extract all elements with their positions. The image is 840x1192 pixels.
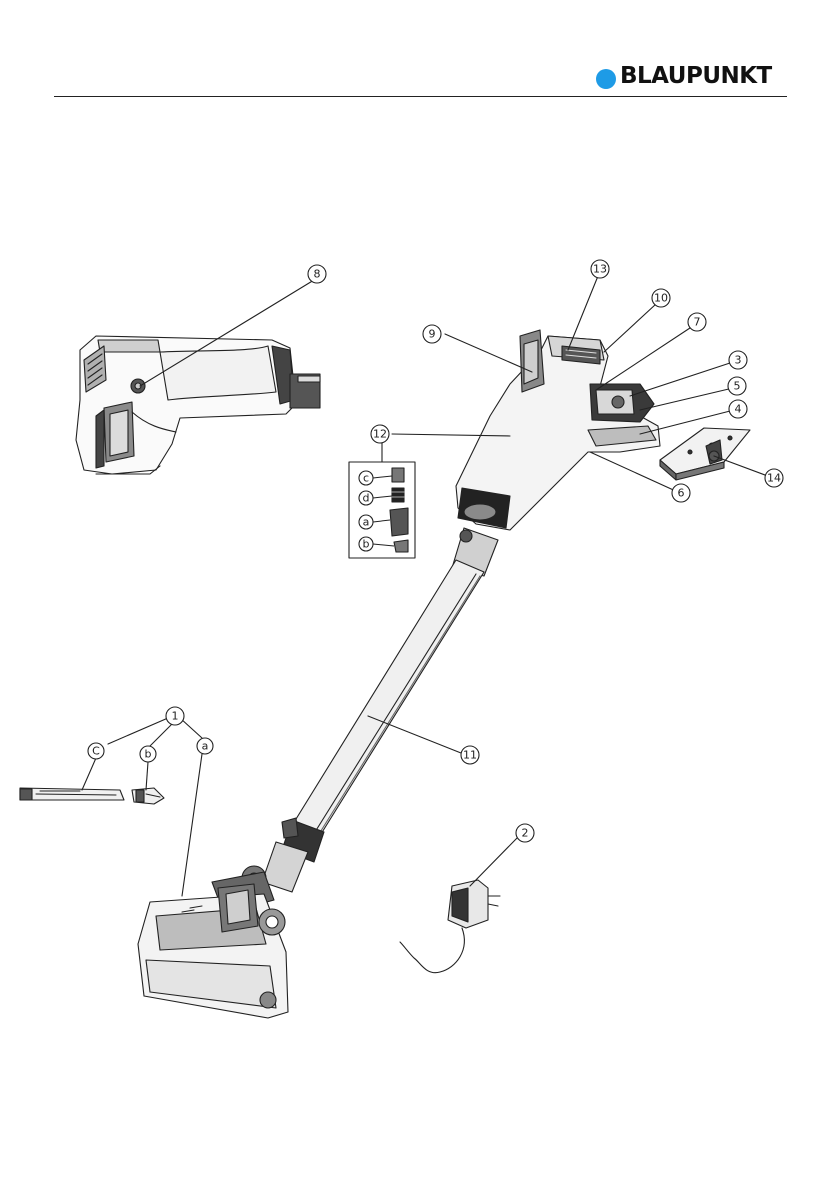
- callout-6: 6: [678, 487, 685, 500]
- floor-brush-illustration: [138, 842, 308, 1018]
- main-body-illustration: [456, 330, 660, 530]
- callout-10: 10: [654, 292, 668, 305]
- callout-12c: c: [363, 472, 369, 485]
- callout-12a: a: [363, 516, 370, 529]
- callout-11: 11: [463, 749, 477, 762]
- callout-9: 9: [429, 328, 436, 341]
- callout-14: 14: [767, 472, 781, 485]
- callout-1c: C: [92, 745, 100, 758]
- wall-mount-illustration: [660, 428, 750, 480]
- callout-12: 12: [373, 428, 387, 441]
- handheld-unit-illustration: [76, 336, 320, 474]
- charger-illustration: [400, 880, 500, 973]
- callout-8: 8: [314, 268, 321, 281]
- extension-tube-illustration: [282, 528, 498, 862]
- callout-13: 13: [593, 263, 607, 276]
- callout-4: 4: [735, 403, 742, 416]
- callout-7: 7: [694, 316, 701, 329]
- callout-3: 3: [735, 354, 742, 367]
- callout-12b: b: [363, 538, 370, 551]
- callout-1: 1: [172, 710, 179, 723]
- callout-12d: d: [363, 492, 370, 505]
- brush-tool-illustration: [132, 788, 164, 804]
- callout-1b: b: [145, 748, 152, 761]
- callout-1a: a: [202, 740, 209, 753]
- callout-5: 5: [734, 380, 741, 393]
- callout-2: 2: [522, 827, 529, 840]
- crevice-tool-illustration: [20, 788, 124, 800]
